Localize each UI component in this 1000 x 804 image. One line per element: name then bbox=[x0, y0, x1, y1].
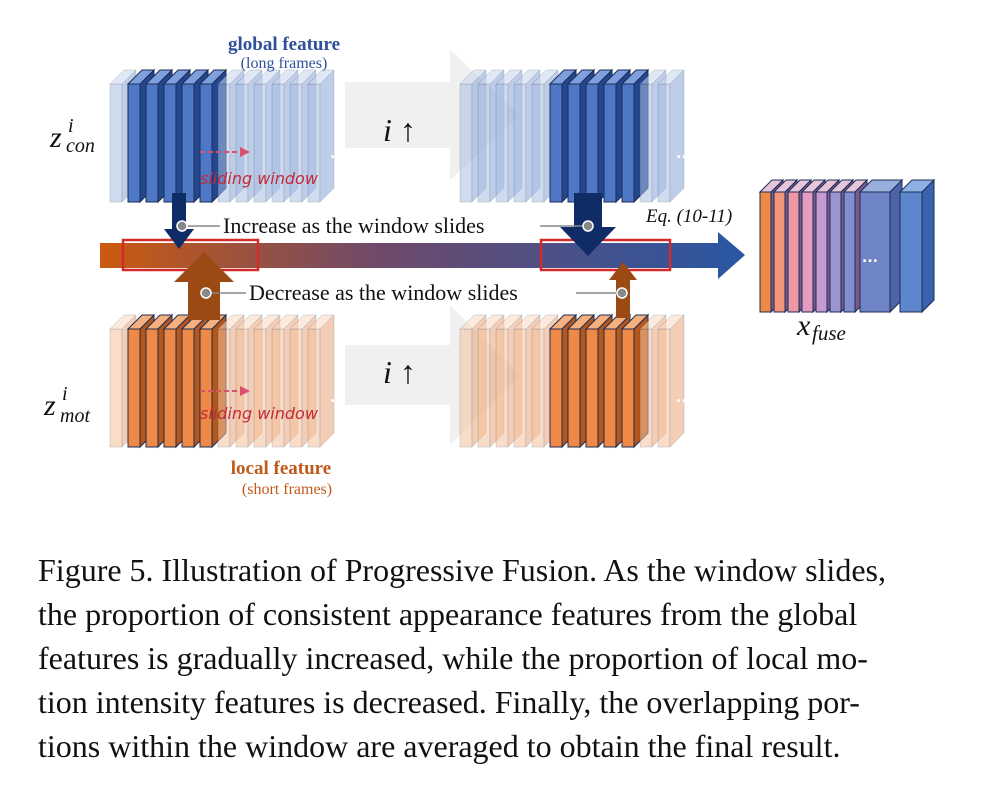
local-feature-sublabel: (short frames) bbox=[242, 481, 332, 498]
z-con-base: z bbox=[49, 121, 62, 154]
global-feature-sublabel: (long frames) bbox=[241, 55, 328, 72]
caption-line-2: the proportion of consistent appearance … bbox=[38, 596, 858, 632]
local-right-slab bbox=[657, 314, 685, 448]
window-box-right bbox=[539, 238, 672, 272]
figure-caption: Figure 5. Illustration of Progressive Fu… bbox=[38, 548, 962, 768]
caption-line-5: tions within the window are averaged to … bbox=[38, 728, 841, 764]
z-mot-sup: i bbox=[62, 383, 68, 405]
fusion-bar-arrowhead bbox=[718, 232, 745, 279]
caption-line-1: Figure 5. Illustration of Progressive Fu… bbox=[38, 552, 886, 588]
sliding-arrow-bottom bbox=[200, 386, 250, 396]
local-feature-stack-left bbox=[109, 313, 335, 449]
local-left-slab bbox=[307, 314, 335, 448]
z-mot-symbol: z i mot bbox=[43, 383, 90, 427]
anno-dot-increase-right bbox=[582, 220, 594, 232]
fused-feature-stack bbox=[758, 178, 936, 314]
z-mot-sub: mot bbox=[60, 405, 90, 427]
i-increase-label-top: i ↑ bbox=[383, 112, 416, 148]
increase-label: Increase as the window slides bbox=[223, 213, 484, 238]
local-feature-label: local feature bbox=[231, 458, 331, 479]
sliding-arrow-top bbox=[200, 147, 250, 157]
global-feature-stack-right bbox=[459, 68, 685, 204]
z-con-sub: con bbox=[66, 135, 95, 157]
i-increase-label-bottom: i ↑ bbox=[383, 354, 416, 390]
decrease-arrow-left bbox=[174, 252, 234, 320]
caption-line-3: features is gradually increased, while t… bbox=[38, 640, 868, 676]
z-mot-base: z bbox=[43, 389, 56, 422]
decrease-label: Decrease as the window slides bbox=[249, 280, 518, 305]
equation-reference: Eq. (10-11) bbox=[645, 206, 732, 227]
z-con-sup: i bbox=[68, 115, 74, 137]
caption-line-4: tion intensity features is decreased. Fi… bbox=[38, 684, 860, 720]
local-feature-stack-right bbox=[459, 313, 685, 449]
x-fuse-base: x bbox=[796, 309, 811, 342]
progressive-fusion-diagram: ... ... ... ... ... global fea bbox=[43, 34, 936, 498]
ellipsis-fuse: ... bbox=[862, 250, 878, 266]
z-con-symbol: z i con bbox=[49, 115, 95, 157]
ellipsis-local-left: ... bbox=[330, 390, 346, 406]
fuse-slab-final bbox=[898, 178, 936, 314]
sliding-window-label-bottom: sliding window bbox=[200, 404, 319, 423]
ellipsis-global-left: ... bbox=[330, 146, 346, 162]
global-right-slab bbox=[657, 69, 685, 203]
anno-dot-decrease-left bbox=[200, 287, 212, 299]
x-fuse-sub: fuse bbox=[812, 321, 846, 345]
sliding-window-label-top: sliding window bbox=[200, 169, 319, 188]
global-feature-stack-left bbox=[109, 68, 335, 204]
ellipsis-local-right: ... bbox=[676, 390, 692, 406]
anno-dot-decrease-right bbox=[616, 287, 628, 299]
global-left-slab bbox=[307, 69, 335, 203]
global-feature-label: global feature bbox=[228, 34, 340, 55]
anno-dot-increase-left bbox=[176, 220, 188, 232]
ellipsis-global-right: ... bbox=[676, 146, 692, 162]
x-fuse-symbol: x fuse bbox=[796, 309, 846, 345]
fuse-slab-block bbox=[858, 178, 904, 314]
